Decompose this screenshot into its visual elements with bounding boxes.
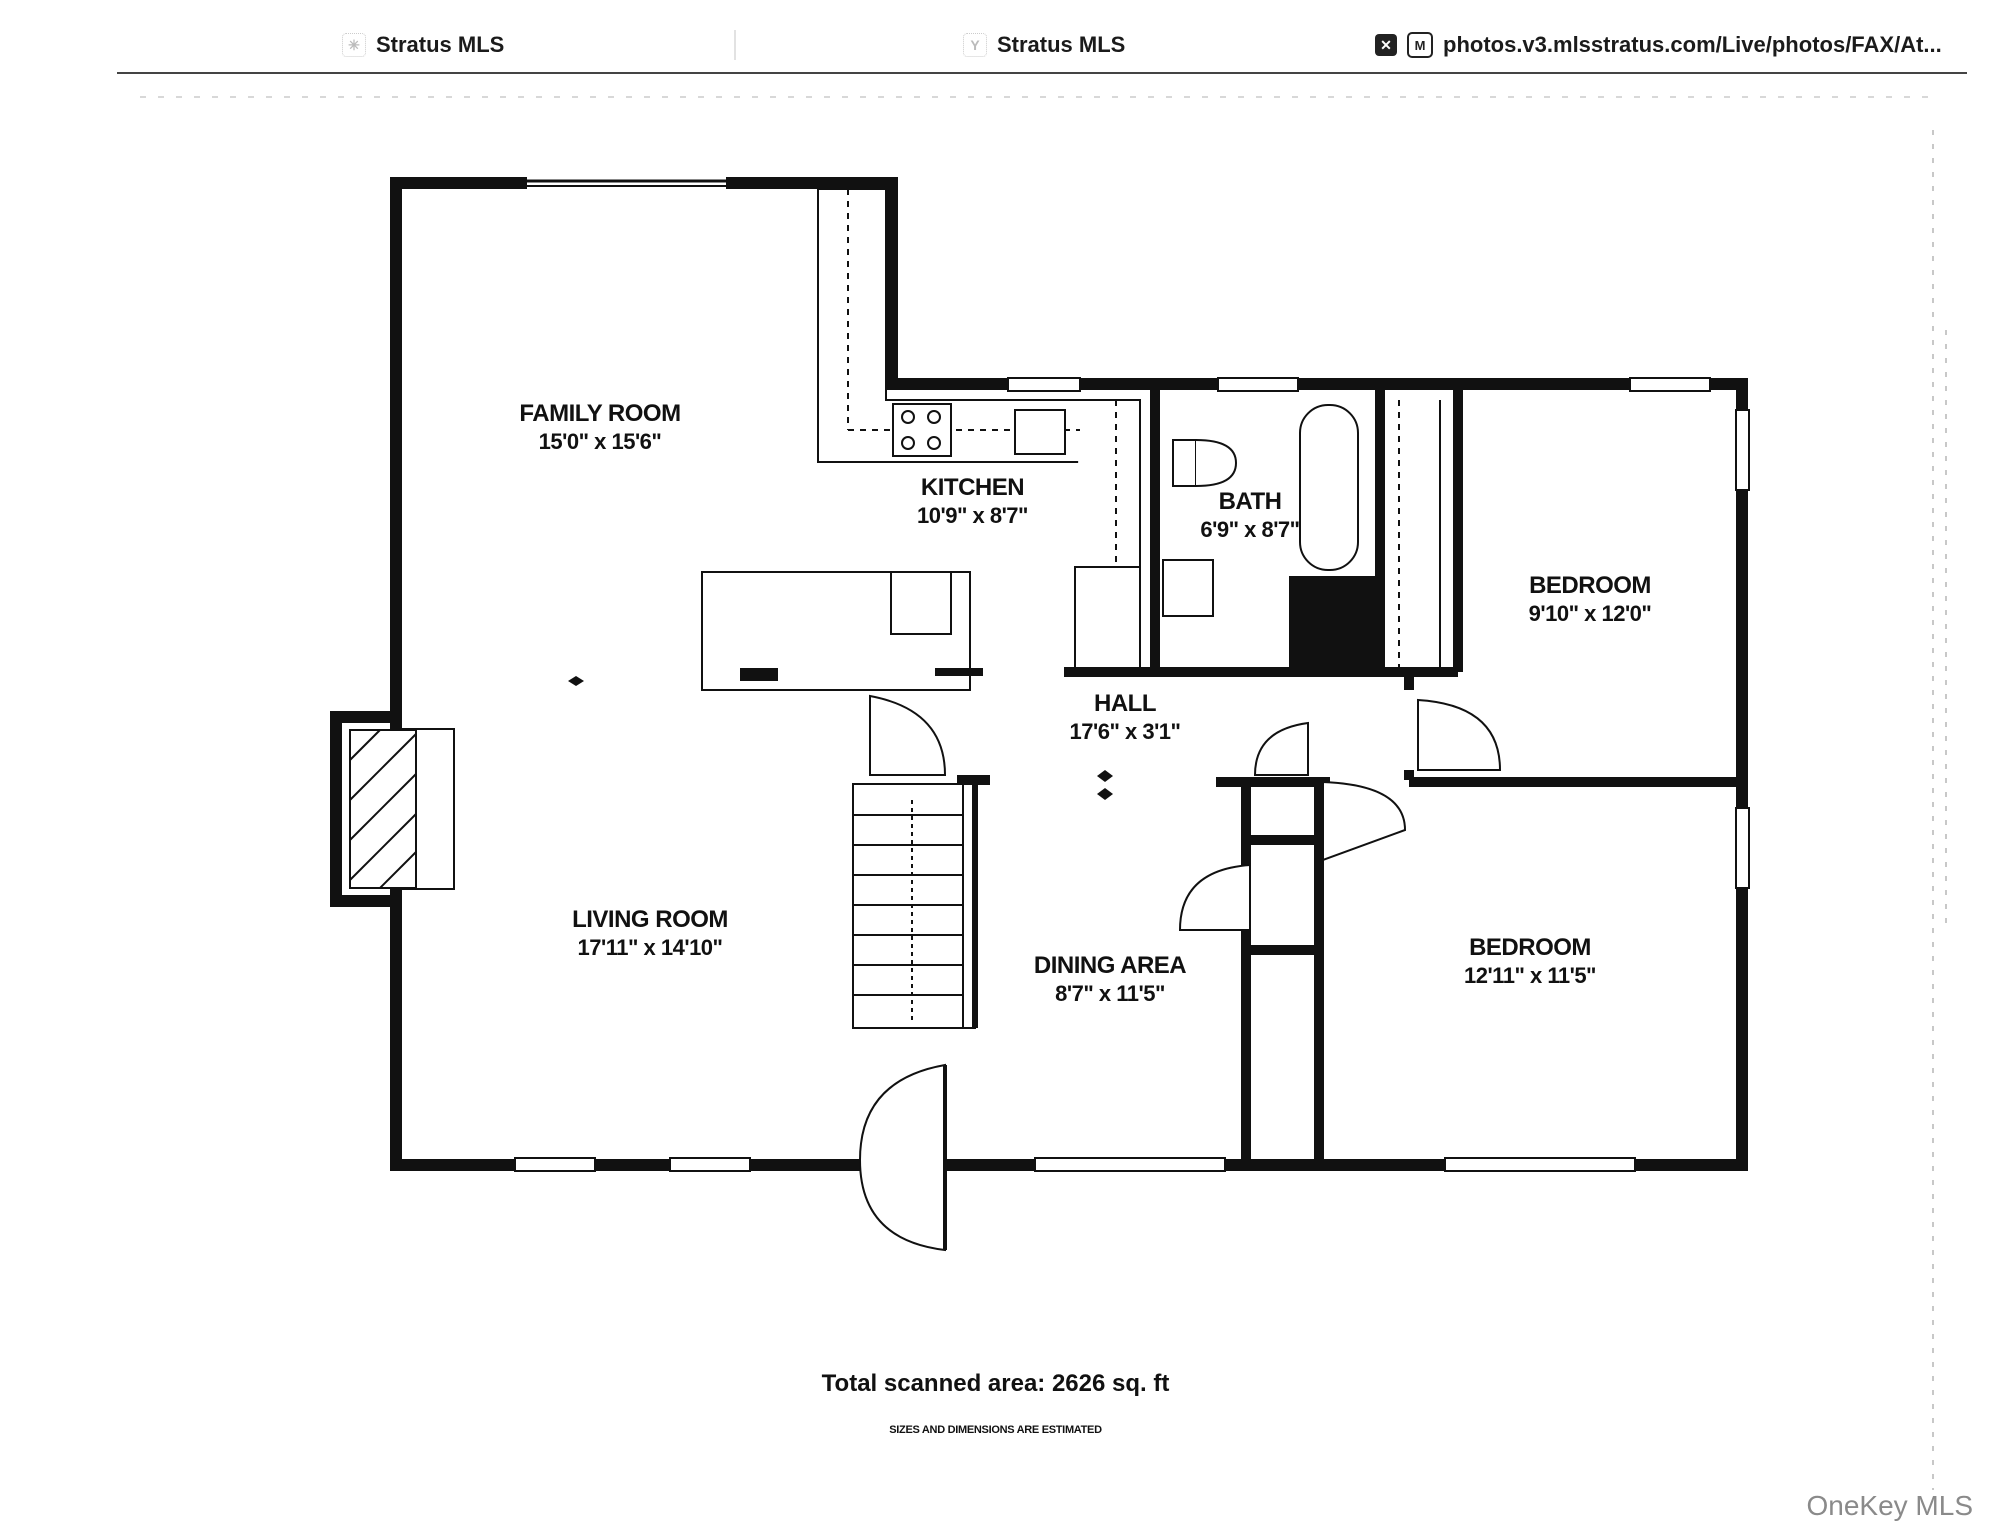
room-label-living-room: LIVING ROOM 17'11" x 14'10" [572,906,728,960]
tab-label: Stratus MLS [376,32,505,57]
room-label-kitchen: KITCHEN 10'9" x 8'7" [917,474,1028,528]
fixture-markers [568,676,1113,800]
tab-label: photos.v3.mlsstratus.com/Live/photos/FAX… [1443,32,1942,57]
stratus-favicon-icon: Y [963,33,987,57]
m-favicon-icon: M [1407,32,1433,58]
room-label-bedroom-1: BEDROOM 9'10" x 12'0" [1528,572,1652,626]
scan-noise-line [140,96,1940,98]
tab-stratus-mls-2[interactable]: Y Stratus MLS [963,28,1125,62]
room-label-bedroom-2: BEDROOM 12'11" x 11'5" [1463,934,1597,988]
disclaimer-text: SIZES AND DIMENSIONS ARE ESTIMATED [889,1424,1102,1436]
stairs [852,783,978,1029]
faded-favicon-icon: ✳ [342,33,366,57]
kitchen-island [701,571,983,691]
room-label-dining-area: DINING AREA 8'7" x 11'5" [1033,952,1187,1006]
exterior-walls [390,177,1748,1171]
sliding-door [527,179,726,187]
bath-fixtures [1162,400,1441,673]
total-area-text: Total scanned area: 2626 sq. ft [821,1370,1170,1397]
tab-label: Stratus MLS [997,32,1126,57]
tab-stratus-mls-1[interactable]: ✳ Stratus MLS [342,28,504,62]
close-icon[interactable]: ✕ [1375,34,1397,56]
kitchen-counters [817,188,1141,670]
room-label-bath: BATH 6'9" x 8'7" [1200,488,1300,542]
watermark: OneKey MLS [1806,1490,1973,1521]
fireplace [330,711,455,907]
tab-photo-url[interactable]: ✕ M photos.v3.mlsstratus.com/Live/photos… [1375,28,1942,62]
tab-separator [734,30,736,60]
interior-walls [957,384,1742,1165]
browser-tab-bar: ✳ Stratus MLS Y Stratus MLS ✕ M photos.v… [0,0,1991,72]
room-label-hall: HALL 17'6" x 3'1" [1069,690,1181,744]
scan-edge-marks [1945,330,1947,930]
scan-edge-marks [1932,130,1934,1490]
doors [858,694,1502,1252]
windows [514,377,1750,1172]
room-label-family-room: FAMILY ROOM 15'0" x 15'6" [519,400,681,454]
tab-bar-divider [117,72,1967,74]
